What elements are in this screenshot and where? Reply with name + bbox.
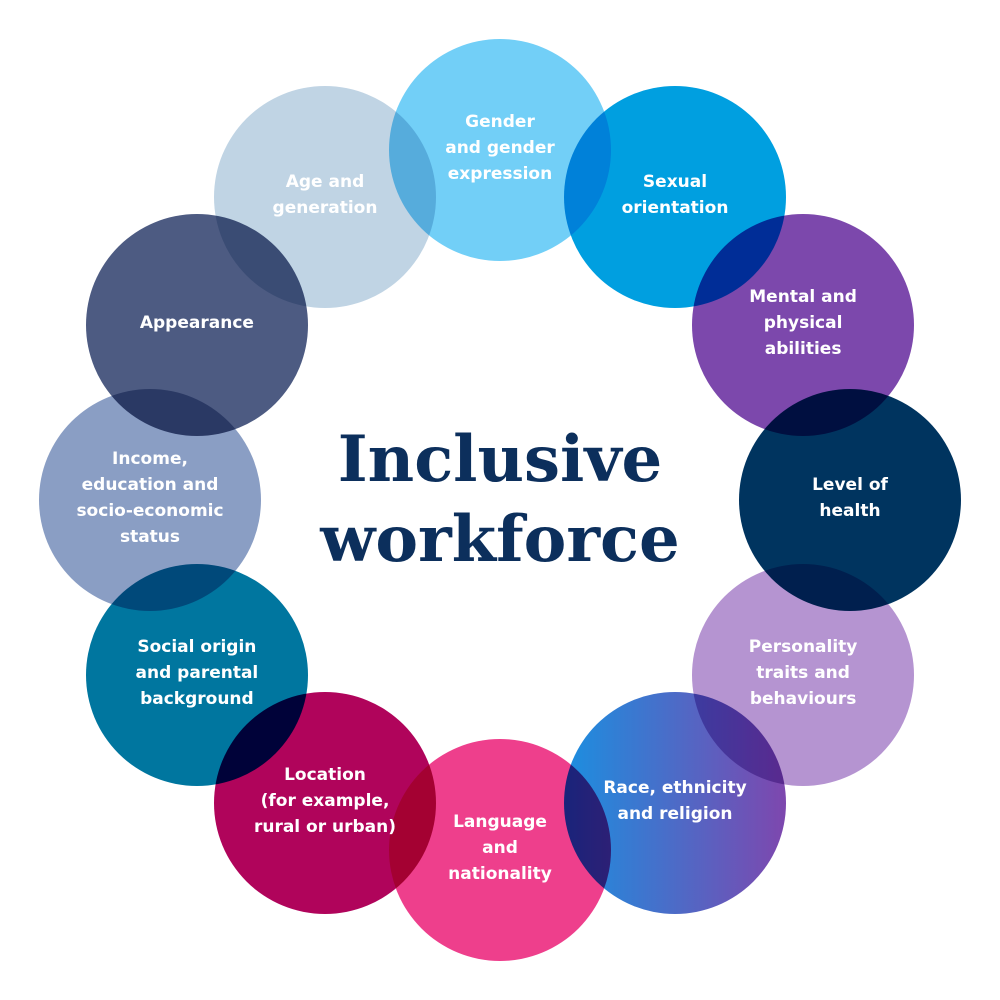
category-label: Personality traits and behaviours: [748, 637, 858, 709]
category-label: Sexual orientation: [621, 171, 729, 218]
category-label: Level of health: [812, 475, 888, 521]
category-label: Income, education and socio-economic sta…: [76, 449, 224, 547]
category-label: Location (for example, rural or urban): [253, 765, 397, 838]
category-label: Language and nationality: [448, 812, 552, 884]
category-label: Social origin and parental background: [135, 637, 259, 709]
category-label: Appearance: [139, 313, 254, 333]
category-label: Race, ethnicity and religion: [603, 778, 747, 825]
category-label: Gender and gender expression: [445, 112, 555, 184]
category-label: Mental and physical abilities: [749, 287, 857, 359]
diagram-title: Inclusive workforce: [320, 422, 680, 577]
category-label: Age and generation: [272, 171, 378, 218]
category-circle: [214, 85, 436, 308]
